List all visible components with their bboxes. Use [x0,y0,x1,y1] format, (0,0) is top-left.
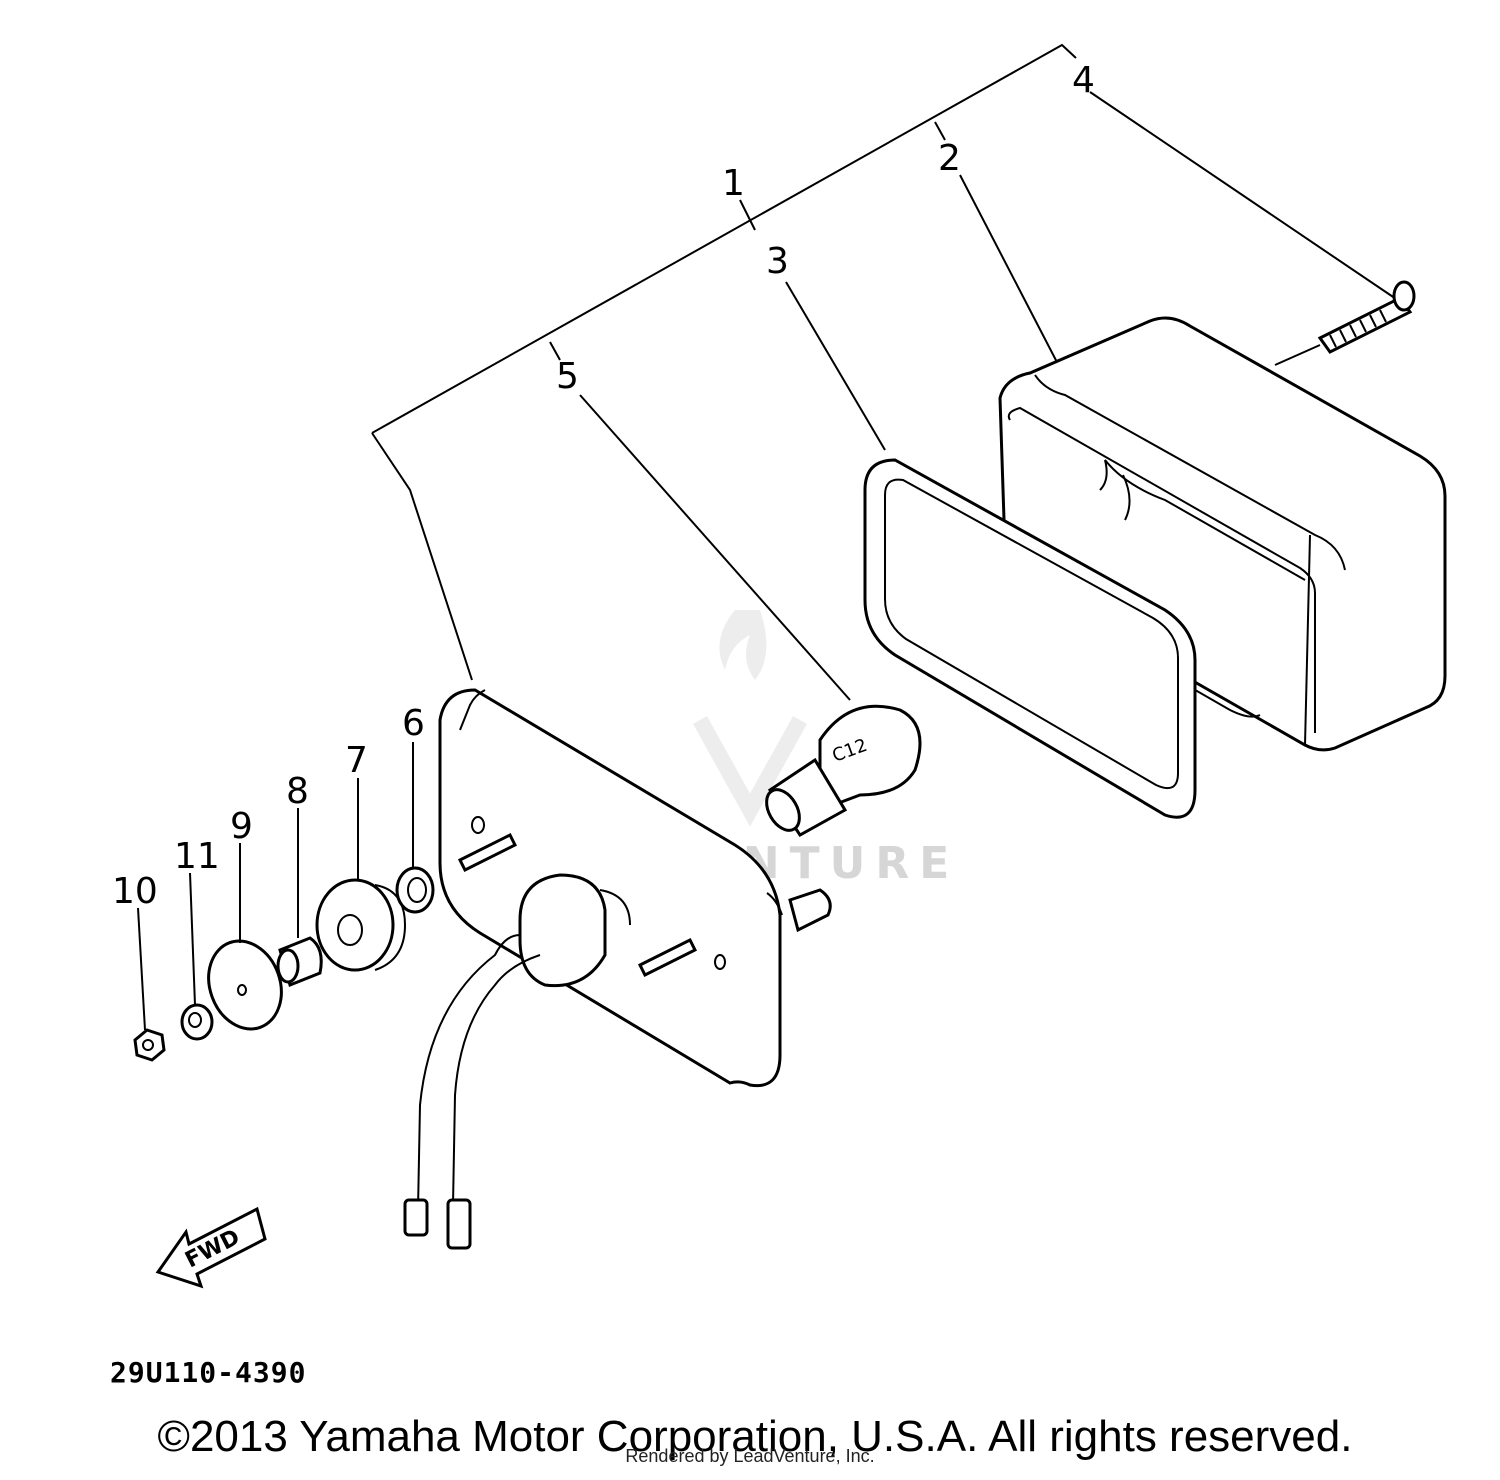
small-part-leader-lines [137,742,414,1031]
collar [276,936,323,988]
callout-9: 9 [230,806,253,847]
callout-7: 7 [345,740,368,781]
diagram-code: 29U110-4390 [110,1356,306,1389]
watermark-logo [693,610,807,827]
copyright-notice: ©2013 Yamaha Motor Corporation, U.S.A. A… [157,1412,1353,1461]
callout-8: 8 [286,771,309,812]
grommet [315,878,407,972]
group-leader-lines [371,43,1406,701]
callout-2: 2 [938,138,961,179]
callout-6: 6 [402,703,425,744]
rendered-by-notice: Rendered by LeadVenture, Inc. [625,1446,875,1466]
plate-washer [207,939,283,1031]
callout-1: 1 [722,163,745,204]
callout-10: 10 [112,871,158,912]
callout-3: 3 [766,241,789,282]
fwd-arrow-icon: FWD [155,1206,267,1289]
bulb: C12 [765,704,922,837]
callout-4: 4 [1072,60,1095,101]
callout-11: 11 [174,836,220,877]
tail-light-base [403,688,832,1250]
callout-5: 5 [556,356,579,397]
lens-gasket [863,458,1197,819]
washer [395,866,435,914]
screw [1274,280,1416,366]
nut [133,1028,166,1062]
lock-washer [180,1003,214,1041]
